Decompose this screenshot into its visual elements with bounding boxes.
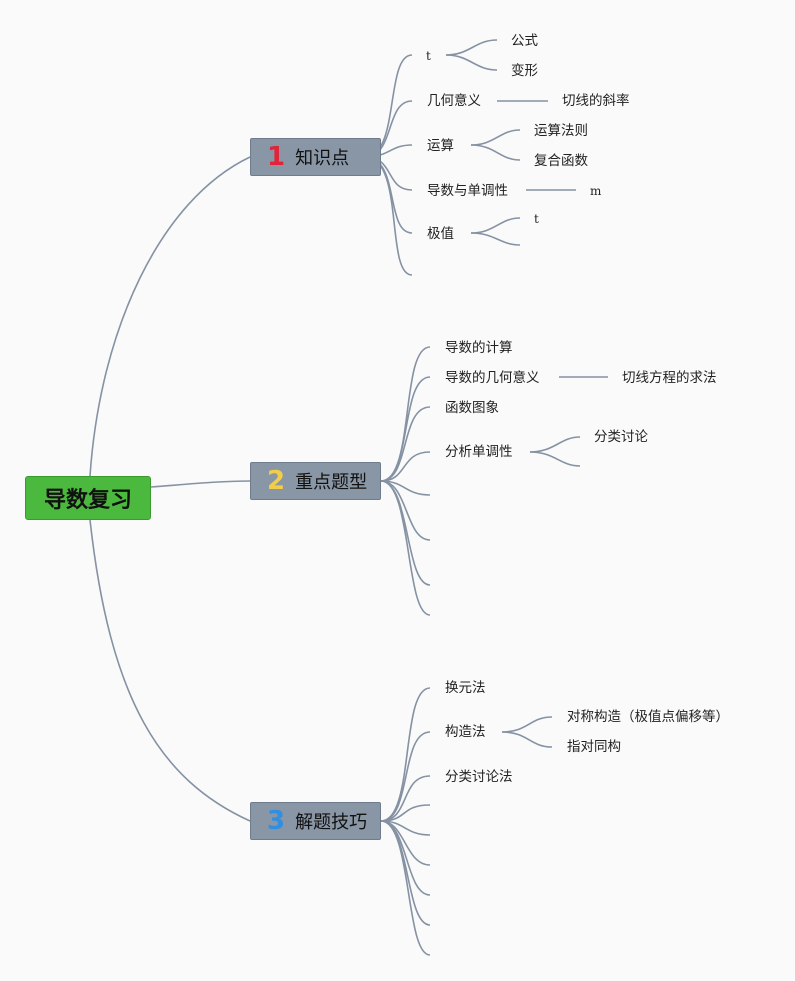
node-geometric-meaning[interactable]: 几何意义	[427, 93, 481, 109]
node-t[interactable]: t	[426, 49, 431, 63]
node-tangent-slope[interactable]: 切线的斜率	[562, 93, 630, 109]
node-extreme-t[interactable]: t	[534, 212, 539, 226]
node-derivative-geometric[interactable]: 导数的几何意义	[445, 370, 540, 386]
branch-knowledge-points[interactable]: 1 知识点	[250, 138, 381, 176]
node-symmetric-construction[interactable]: 对称构造（极值点偏移等）	[567, 709, 729, 725]
branch-key-problem-types[interactable]: 2 重点题型	[250, 462, 381, 500]
branch-label: 知识点	[295, 148, 350, 169]
branch-solving-techniques[interactable]: 3 解题技巧	[250, 802, 381, 840]
number-3-icon: 3	[267, 806, 286, 836]
node-operation-rules[interactable]: 运算法则	[534, 123, 588, 139]
node-derivative-calc[interactable]: 导数的计算	[445, 340, 513, 356]
node-tangent-equation[interactable]: 切线方程的求法	[622, 370, 717, 386]
branch-label: 解题技巧	[295, 812, 368, 833]
node-case-discussion[interactable]: 分类讨论	[594, 429, 648, 445]
node-extreme-value[interactable]: 极值	[427, 226, 454, 242]
node-transform[interactable]: 变形	[511, 63, 538, 79]
node-formula[interactable]: 公式	[511, 33, 538, 49]
node-m[interactable]: m	[590, 184, 602, 198]
branch-label: 重点题型	[295, 472, 368, 493]
root-node[interactable]: 导数复习	[25, 476, 151, 520]
node-case-method[interactable]: 分类讨论法	[445, 769, 513, 785]
number-2-icon: 2	[267, 466, 286, 496]
node-function-graph[interactable]: 函数图象	[445, 400, 499, 416]
node-construction[interactable]: 构造法	[445, 724, 486, 740]
node-analyze-monotonicity[interactable]: 分析单调性	[445, 444, 513, 460]
node-operation[interactable]: 运算	[427, 138, 454, 154]
node-derivative-monotonicity[interactable]: 导数与单调性	[427, 183, 508, 199]
node-composite-function[interactable]: 复合函数	[534, 153, 588, 169]
node-log-exp-homolog[interactable]: 指对同构	[567, 739, 621, 755]
node-substitution[interactable]: 换元法	[445, 680, 486, 696]
number-1-icon: 1	[267, 142, 286, 172]
